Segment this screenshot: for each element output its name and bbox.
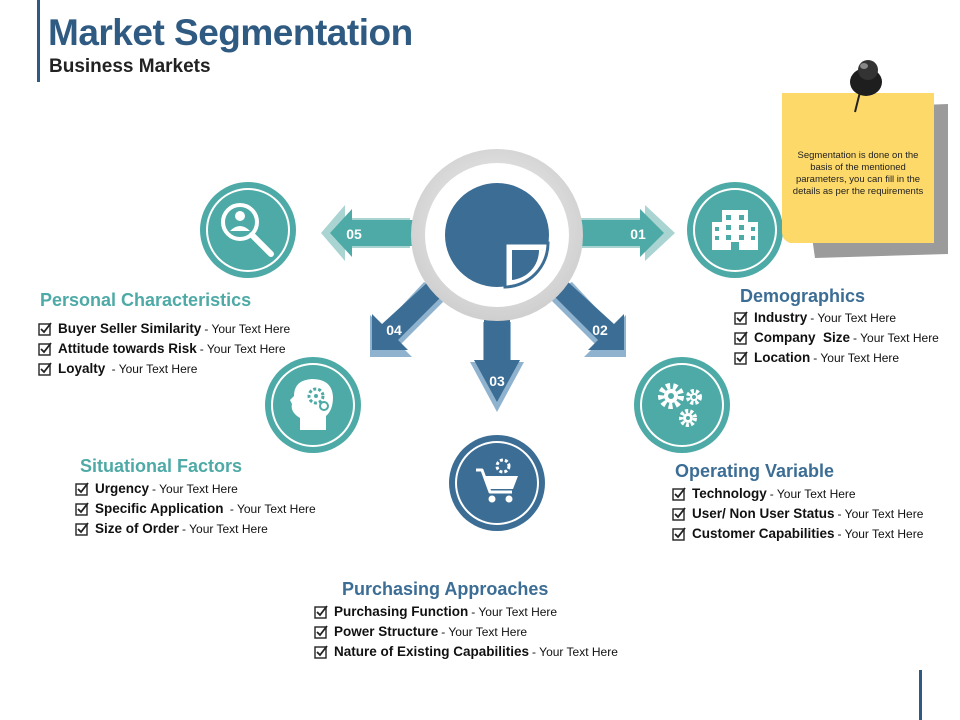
list-item-purchasing-1: Purchasing Function- Your Text Here bbox=[314, 604, 557, 619]
list-item-demographics-1: Industry- Your Text Here bbox=[734, 310, 896, 325]
section-title-purchasing: Purchasing Approaches bbox=[342, 579, 549, 599]
list-item-personal-3: Loyalty - Your Text Here bbox=[38, 361, 197, 376]
arrow-04: 04 bbox=[370, 282, 445, 357]
list-item-purchasing-2: Power Structure- Your Text Here bbox=[314, 624, 527, 639]
list-item-situational-3: Size of Order- Your Text Here bbox=[75, 521, 268, 536]
arrow-04-label: 04 bbox=[386, 322, 402, 338]
checkbox-icon bbox=[314, 604, 328, 619]
checkbox-icon bbox=[734, 330, 748, 345]
circle-purchasing bbox=[449, 435, 545, 531]
section-title-operating: Operating Variable bbox=[675, 461, 835, 481]
circle-situational bbox=[265, 357, 361, 453]
list-item-personal-2: Attitude towards Risk- Your Text Here bbox=[38, 341, 286, 356]
checkbox-icon bbox=[75, 501, 89, 516]
arrow-03-label: 03 bbox=[489, 373, 505, 389]
checkbox-icon bbox=[75, 481, 89, 496]
checkbox-icon bbox=[38, 341, 52, 356]
list-item-operating-1: Technology- Your Text Here bbox=[672, 486, 856, 501]
sticky-note bbox=[782, 60, 948, 258]
shopping-cart-icon bbox=[476, 458, 518, 503]
checkbox-icon bbox=[672, 506, 686, 521]
checkbox-icon bbox=[734, 350, 748, 365]
corner-accent-line bbox=[919, 670, 922, 720]
center-hub bbox=[411, 149, 583, 321]
arrow-01-label: 01 bbox=[630, 226, 646, 242]
page-title: Market Segmentation bbox=[48, 12, 413, 53]
arrow-03: 03 bbox=[470, 320, 524, 412]
circle-personal bbox=[200, 182, 296, 278]
list-item-demographics-3: Location- Your Text Here bbox=[734, 350, 899, 365]
checkbox-icon bbox=[75, 521, 89, 536]
checkbox-icon bbox=[38, 361, 52, 376]
list-item-demographics-2: Company Size- Your Text Here bbox=[734, 330, 939, 345]
list-item-situational-2: Specific Application - Your Text Here bbox=[75, 501, 316, 516]
checkbox-icon bbox=[672, 486, 686, 501]
section-title-situational: Situational Factors bbox=[80, 456, 243, 476]
circle-demographics bbox=[687, 182, 783, 278]
checkbox-icon bbox=[672, 526, 686, 541]
arrow-02: 02 bbox=[551, 282, 626, 357]
checkbox-icon bbox=[314, 644, 328, 659]
pushpin-icon bbox=[850, 60, 882, 113]
section-title-personal: Personal Characteristics bbox=[40, 290, 252, 310]
list-item-personal-1: Buyer Seller Similarity- Your Text Here bbox=[38, 321, 290, 336]
section-title-demographics: Demographics bbox=[740, 286, 866, 306]
arrow-05-label: 05 bbox=[346, 226, 362, 242]
sticky-note-text: Segmentation is done on the basis of the… bbox=[792, 150, 924, 197]
arrow-01: 01 bbox=[578, 205, 675, 261]
page-subtitle: Business Markets bbox=[49, 56, 211, 77]
arrow-02-label: 02 bbox=[592, 322, 608, 338]
pie-chart-icon bbox=[445, 183, 550, 289]
gears-icon bbox=[658, 383, 702, 427]
list-item-operating-3: Customer Capabilities- Your Text Here bbox=[672, 526, 923, 541]
user-search-icon bbox=[221, 203, 274, 257]
arrow-05: 05 bbox=[321, 205, 413, 261]
list-item-situational-1: Urgency- Your Text Here bbox=[75, 481, 238, 496]
title-accent-bar bbox=[37, 0, 40, 82]
checkbox-icon bbox=[38, 321, 52, 336]
list-item-operating-2: User/ Non User Status- Your Text Here bbox=[672, 506, 923, 521]
checkbox-icon bbox=[314, 624, 328, 639]
checkbox-icon bbox=[734, 310, 748, 325]
building-icon bbox=[712, 210, 758, 250]
list-item-purchasing-3: Nature of Existing Capabilities- Your Te… bbox=[314, 644, 618, 659]
circle-operating bbox=[634, 357, 730, 453]
head-gear-icon bbox=[290, 379, 333, 430]
